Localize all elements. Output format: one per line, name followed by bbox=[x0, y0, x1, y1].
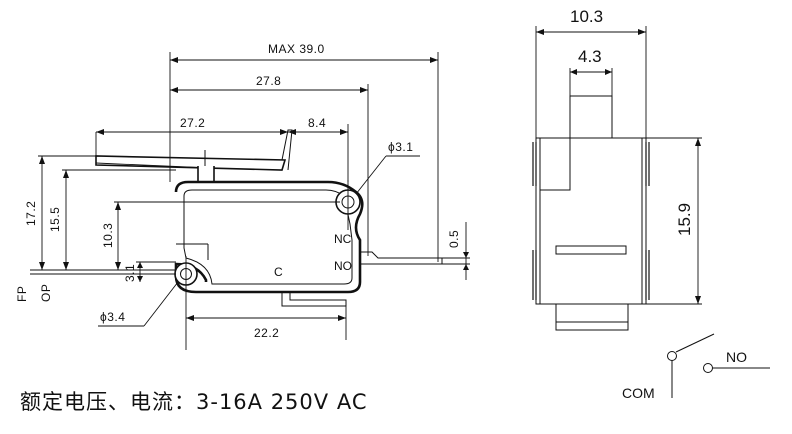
terminal-no-label: NO bbox=[334, 259, 352, 273]
no-contact bbox=[703, 363, 713, 373]
dim-length: 27.8 bbox=[256, 74, 281, 88]
lever-hinge bbox=[281, 129, 293, 171]
dim-mount-offset: 3.1 bbox=[123, 264, 137, 282]
com-contact bbox=[667, 351, 677, 361]
dim-max-length: MAX 39.0 bbox=[268, 42, 325, 56]
dim-height-fp: 17.2 bbox=[24, 201, 38, 226]
schematic-no-label: NO bbox=[726, 349, 747, 365]
dim-height-op: 15.5 bbox=[48, 207, 62, 232]
switch-blade bbox=[675, 333, 715, 353]
side-terminal bbox=[555, 303, 629, 331]
schematic-com-label: COM bbox=[622, 385, 655, 401]
no-terminal-blade bbox=[360, 251, 443, 265]
dim-side-width: 10.3 bbox=[570, 7, 603, 26]
op-label: OP bbox=[39, 284, 53, 302]
actuator-lever bbox=[95, 155, 287, 171]
dim-lever-length: 27.2 bbox=[180, 116, 205, 130]
dim-base-length: 22.2 bbox=[254, 326, 279, 340]
rating-text: 额定电压、电流：3-16A 250V AC bbox=[20, 390, 368, 414]
dim-lever-tip: 8.4 bbox=[308, 116, 326, 130]
front-dimensions: MAX 39.0 27.8 27.2 8.4 ϕ3.1 ϕ3.4 17.2 15… bbox=[15, 42, 470, 340]
side-hatching bbox=[532, 142, 650, 300]
side-plunger bbox=[569, 95, 613, 139]
switch-body-inner bbox=[183, 189, 353, 285]
dim-side-height: 15.9 bbox=[675, 203, 694, 236]
fp-label: FP bbox=[15, 286, 29, 302]
terminal-nc-label: NC bbox=[334, 232, 352, 246]
lever-edge bbox=[95, 162, 211, 169]
dim-hole-com: ϕ3.4 bbox=[100, 310, 125, 324]
terminal-com-label: C bbox=[274, 265, 283, 279]
side-body bbox=[535, 137, 647, 305]
side-slot bbox=[555, 245, 627, 255]
dim-terminal-thickness: 0.5 bbox=[447, 230, 461, 248]
dim-body-height: 10.3 bbox=[101, 223, 115, 248]
plunger bbox=[197, 166, 215, 183]
bottom-terminal bbox=[281, 292, 347, 307]
front-view: NC NO C bbox=[95, 129, 443, 350]
switch-schematic: COM NO bbox=[622, 333, 770, 401]
dim-hole-nc: ϕ3.1 bbox=[388, 140, 413, 154]
dim-plunger-width: 4.3 bbox=[578, 47, 602, 66]
side-view: 10.3 4.3 15.9 bbox=[532, 7, 702, 331]
